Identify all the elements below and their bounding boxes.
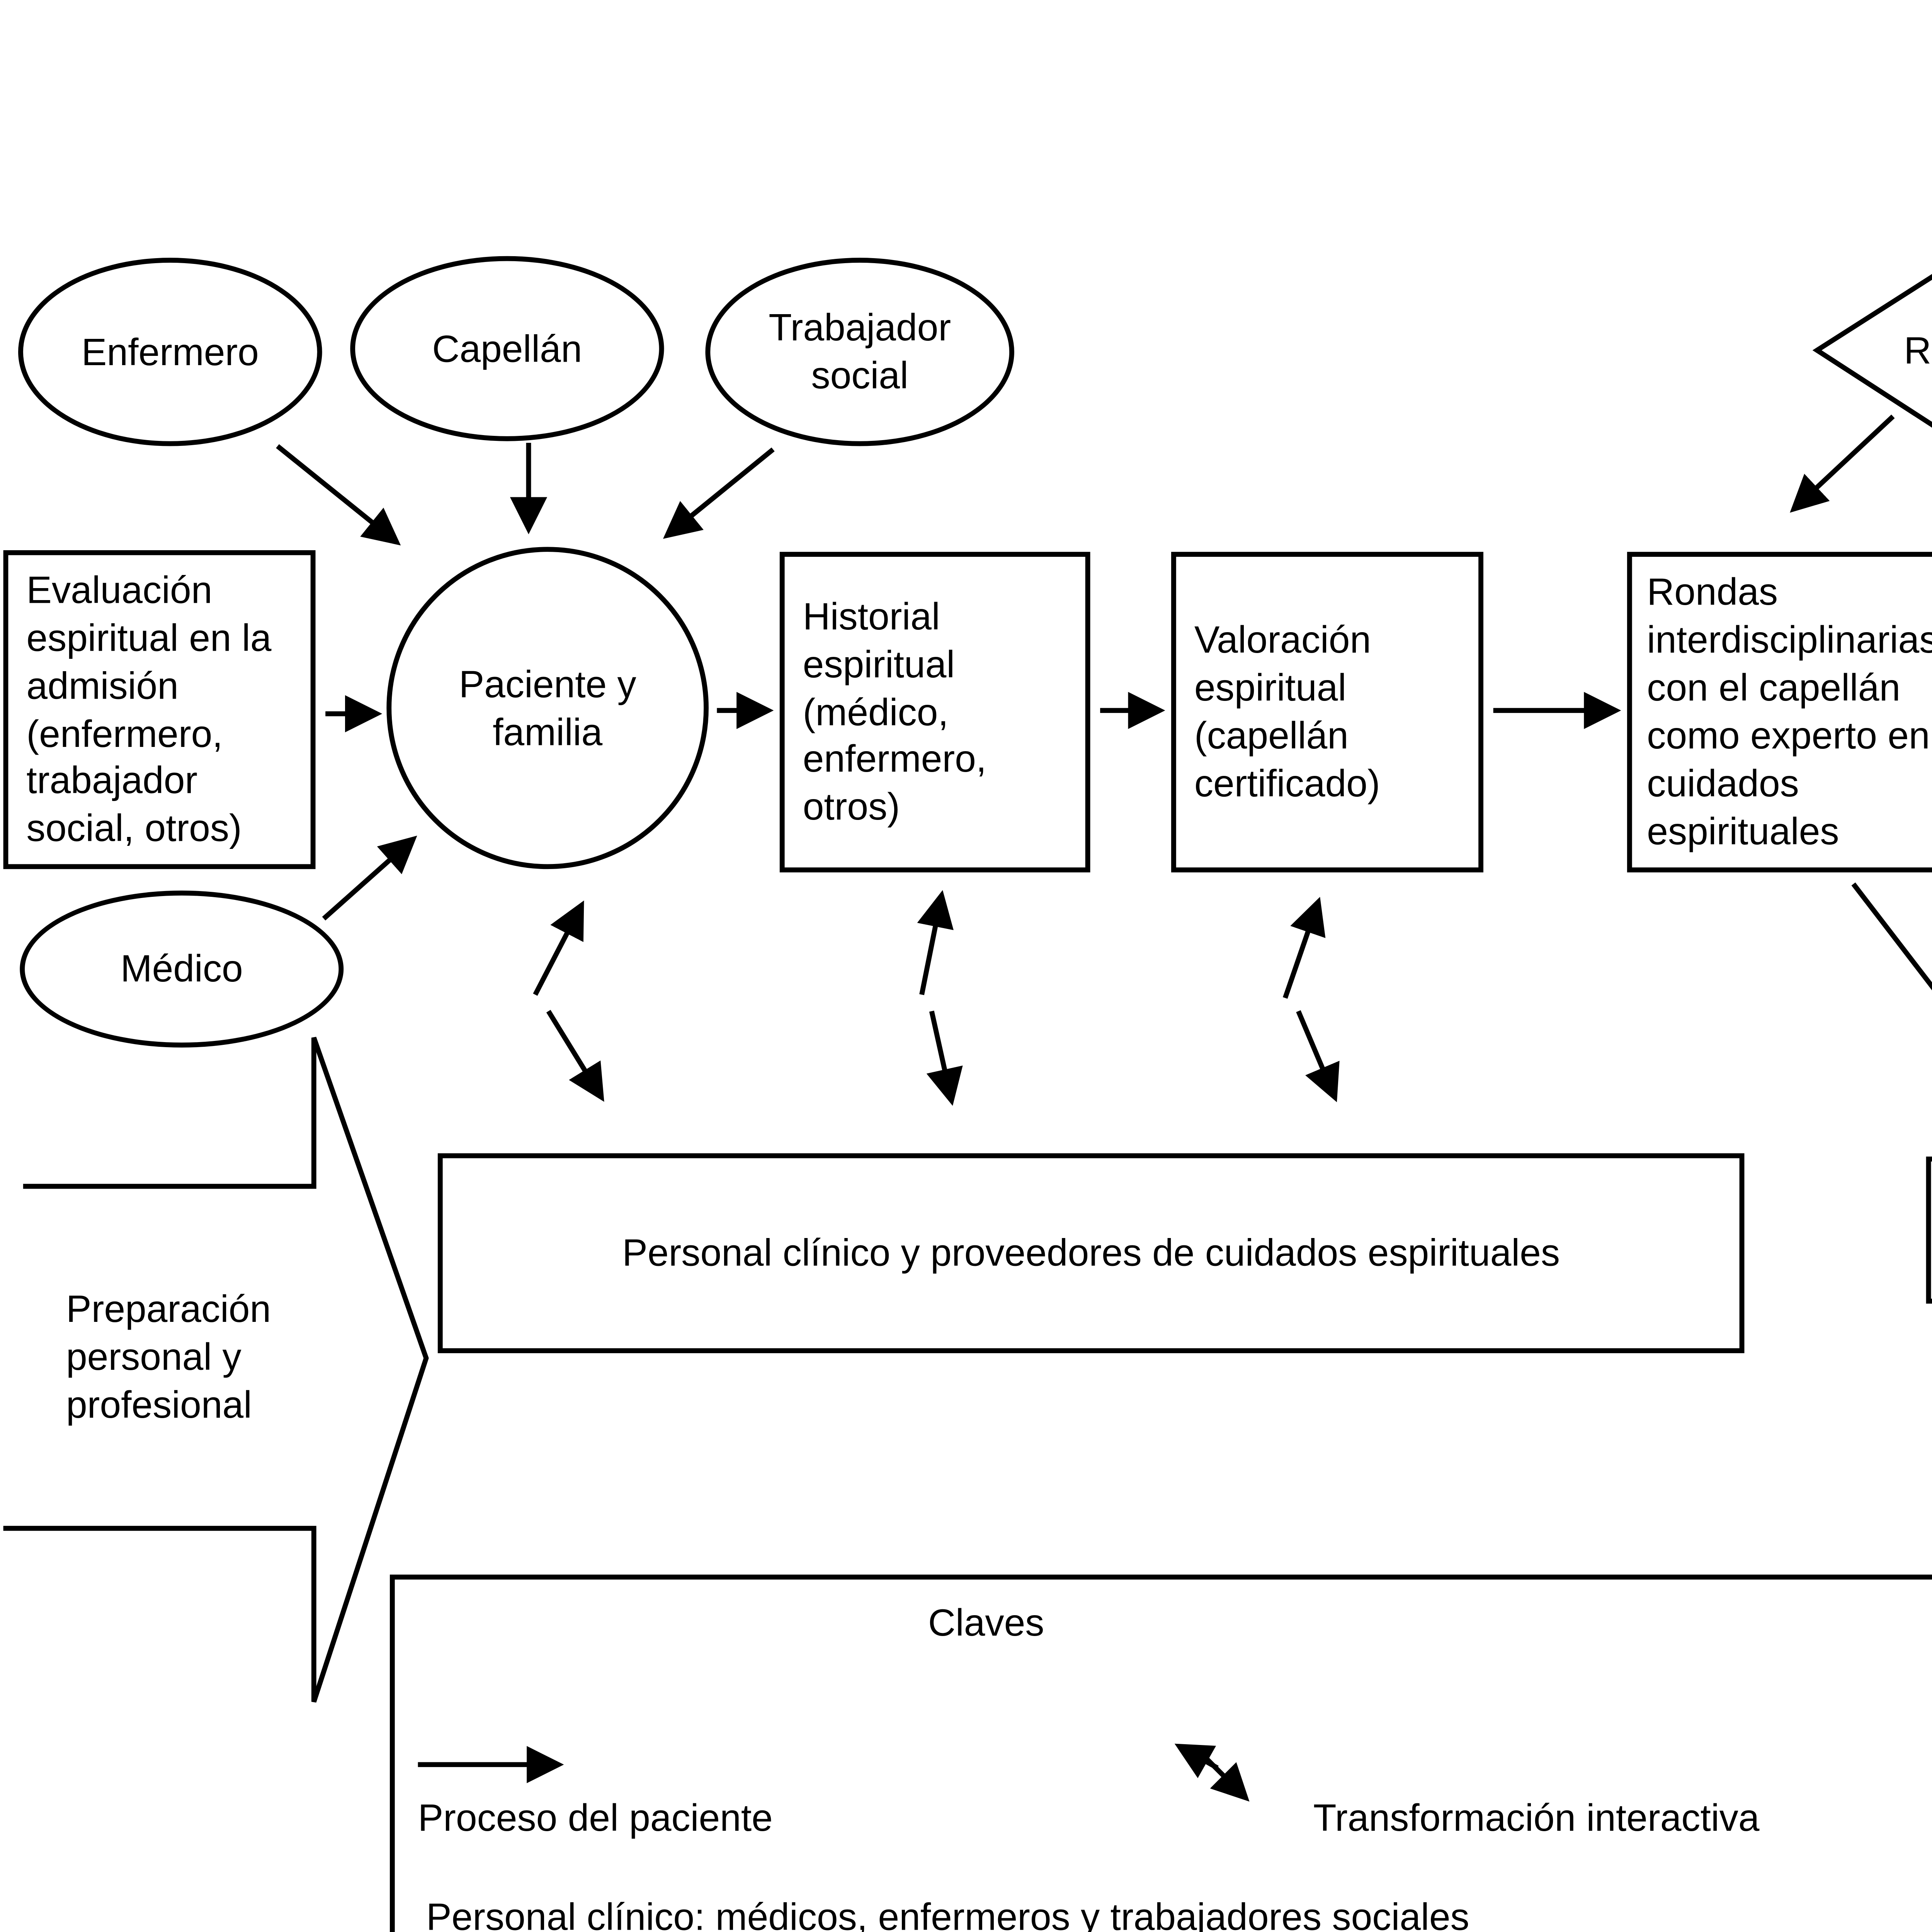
ellipse-enfermero-label: Enfermero	[81, 330, 259, 373]
node-evaluacion-label: Evaluación espiritual en la admisión (en…	[26, 568, 272, 850]
ellipse-medico-label: Médico	[120, 947, 243, 990]
node-historial-label: Historial espiritual (médico, enfermero,…	[803, 594, 987, 829]
arrow-medico-to-paciente	[322, 835, 417, 921]
node-rondas: Rondas interdisciplinarias con el capell…	[1627, 552, 1932, 872]
ellipse-medico: Médico	[20, 890, 344, 1048]
reevaluar-diamond	[1812, 274, 1932, 428]
node-plan: Plan de tratamiento	[1926, 1156, 1932, 1304]
node-personal: Personal clínico y proveedores de cuidad…	[437, 1153, 1745, 1354]
node-historial: Historial espiritual (médico, enfermero,…	[779, 552, 1090, 872]
legend-box	[389, 1575, 1932, 1932]
zigzag-paciente-personal-up	[533, 900, 584, 996]
preparacion-block-arrow	[3, 1037, 429, 1703]
legend-title: Claves	[928, 1601, 1044, 1644]
arrow-trabajador-to-paciente	[663, 447, 775, 539]
zigzag-valoracion-personal-down	[1296, 1010, 1340, 1102]
ellipse-trabajador-social-label: Trabajador social	[769, 306, 951, 397]
ellipse-capellan: Capellán	[350, 256, 664, 441]
ellipse-trabajador-social: Trabajador social	[705, 258, 1014, 446]
legend-zigzag-icon-down	[1204, 1756, 1250, 1802]
arrow-reevaluar-to-rondas	[1790, 414, 1895, 513]
node-valoracion: Valoración espiritual (capellán certific…	[1171, 552, 1483, 872]
zigzag-valoracion-personal-up	[1282, 897, 1326, 999]
node-paciente-label: Paciente y familia	[459, 662, 636, 753]
node-personal-label: Personal clínico y proveedores de cuidad…	[622, 1231, 1560, 1274]
node-paciente-circle: Paciente y familia	[386, 547, 709, 869]
node-valoracion-label: Valoración espiritual (capellán certific…	[1194, 618, 1380, 805]
legend-transformacion-label: Transformación interactiva	[1313, 1796, 1760, 1839]
legend-personal-clinico-def: Personal clínico: médicos, enfermeros y …	[426, 1895, 1469, 1932]
zigzag-paciente-personal-down	[546, 1010, 604, 1102]
arrow-enfermero-to-paciente	[276, 444, 401, 546]
ellipse-capellan-label: Capellán	[432, 326, 582, 369]
node-reevaluar-label: Reevaluar	[1904, 328, 1932, 372]
label-preparacion: Preparación personal y profesional	[66, 1287, 271, 1426]
arrow-rondas-to-plan	[1851, 882, 1932, 991]
zigzag-historial-personal-down	[926, 1010, 963, 1106]
ellipse-enfermero: Enfermero	[18, 258, 322, 446]
node-evaluacion: Evaluación espiritual en la admisión (en…	[3, 550, 316, 869]
legend-proceso-label: Proceso del paciente	[418, 1796, 773, 1839]
zigzag-historial-personal-up	[917, 890, 954, 995]
node-rondas-label: Rondas interdisciplinarias con el capell…	[1647, 570, 1932, 853]
